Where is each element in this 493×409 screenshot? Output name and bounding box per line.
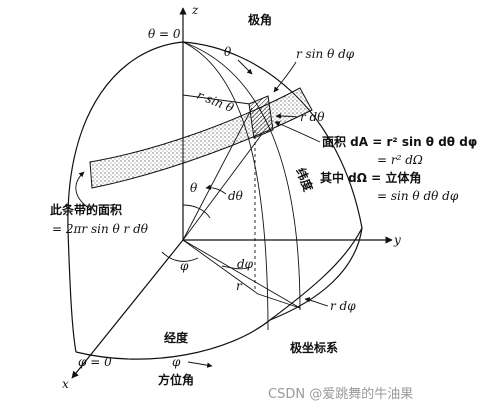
strip-area-line2: = 2πr sin θ r dθ [52, 222, 149, 236]
latitude-label: 纬度 [293, 166, 316, 195]
longitude-label: 经度 [164, 330, 189, 345]
phi-zero-label: φ = 0 [78, 355, 112, 369]
y-axis-label: y [393, 233, 401, 247]
projection-line-3 [257, 293, 301, 309]
projection-line-2 [182, 239, 301, 309]
r-sin-theta-dphi-label: r sin θ dφ [296, 47, 355, 61]
theta-arc [182, 204, 211, 219]
sphere-outline-right [182, 41, 363, 321]
dphi-arc [221, 265, 249, 270]
dtheta-label: dθ [228, 189, 244, 203]
x-axis-label: x [62, 377, 69, 391]
area-formula-line2: = r² dΩ [377, 153, 423, 167]
r-sin-theta-line [182, 94, 251, 105]
dphi-label: dφ [237, 257, 254, 271]
z-axis-label: z [191, 3, 199, 17]
dtheta-pointer-arrow [205, 184, 227, 195]
polar-angle-label: 极角 [248, 12, 272, 27]
coordinate-system-label: 极坐标系 [290, 340, 338, 355]
phi-bottom-label: φ [172, 355, 181, 369]
rdtheta-pointer-arrow [275, 113, 299, 119]
phi-mid-label: φ [180, 259, 189, 273]
solid-angle-line2: = sin θ dθ dφ [377, 189, 459, 203]
watermark-text: CSDN @爱跳舞的牛油果 [268, 386, 413, 402]
theta-top-label: θ [224, 45, 232, 59]
theta-direction-arrow [237, 59, 253, 75]
r-label: r [236, 279, 243, 293]
area-pointer-arrow [274, 121, 321, 143]
rdphi-pointer-arrow [304, 297, 329, 307]
projection-line-1 [182, 239, 259, 295]
azimuth-label: 方位角 [158, 372, 194, 387]
phi-direction-arrow [187, 361, 213, 368]
area-element-dA [248, 95, 274, 139]
r-dtheta-label: r dθ [300, 110, 325, 124]
r-dphi-label: r dφ [330, 299, 356, 313]
area-formula-line1: 面积 dA = r² sin θ dθ dφ [322, 134, 477, 149]
rsindphi-pointer-arrow [273, 61, 297, 93]
radius-line-2 [182, 133, 263, 241]
solid-angle-line1: 其中 dΩ = 立体角 [320, 170, 421, 185]
strip-pointer-arrow [75, 171, 93, 211]
strip-area-line1: 此条带的面积 [50, 202, 122, 217]
theta-zero-label: θ = 0 [148, 27, 181, 41]
theta-mid-label: θ [190, 181, 198, 195]
sphere-equator [75, 227, 363, 360]
phi-arc [161, 251, 199, 262]
sphere-outline-left [67, 41, 184, 353]
radius-line-1 [182, 107, 253, 241]
